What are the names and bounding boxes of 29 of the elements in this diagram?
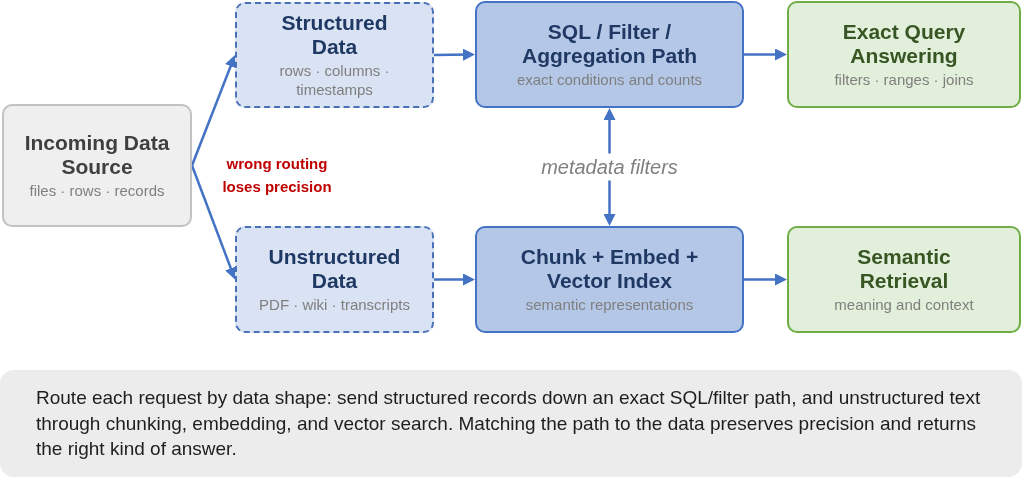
result-box (787, 1, 1021, 108)
warning-note: wrong routing loses precision (221, 154, 333, 197)
box-title: Unstructured Data (267, 244, 402, 294)
box-subtitle: PDF · wiki · transcripts (259, 295, 410, 315)
process-box (475, 1, 744, 108)
box-title: Exact Query Answering (841, 19, 967, 69)
box-subtitle: exact conditions and counts (516, 70, 703, 90)
box-subtitle: semantic representations (525, 295, 694, 315)
box-subtitle: filters · ranges · joins (834, 70, 974, 90)
caption-text: Route each request by data shape: send structured records down an exact SQL/filter path, and unstructured text through chunking, embedding, and vector search. Matching the path to the data preserves precision and returns the right kind of answer. (36, 385, 982, 462)
box-title: Chunk + Embed + Vector Index (519, 244, 700, 294)
arrow (190, 165, 237, 280)
process-box (475, 226, 744, 333)
arrow (190, 55, 237, 166)
arrow (434, 273, 475, 286)
box-title: SQL / Filter / Aggregation Path (521, 19, 698, 69)
result-box (787, 226, 1021, 333)
box-subtitle: meaning and context (834, 295, 974, 315)
box-title: Incoming Data Source (23, 130, 171, 180)
box-title: Structured Data (280, 10, 389, 60)
arrow (744, 48, 787, 61)
box-subtitle: files · rows · records (29, 181, 165, 201)
box-title: Semantic Retrieval (856, 244, 952, 294)
arrow (744, 273, 787, 286)
source-box (2, 104, 192, 227)
box-subtitle: rows · columns · timestamps (278, 61, 391, 100)
data-type-box (235, 226, 434, 333)
data-type-box (235, 2, 434, 108)
arrow (434, 48, 475, 61)
